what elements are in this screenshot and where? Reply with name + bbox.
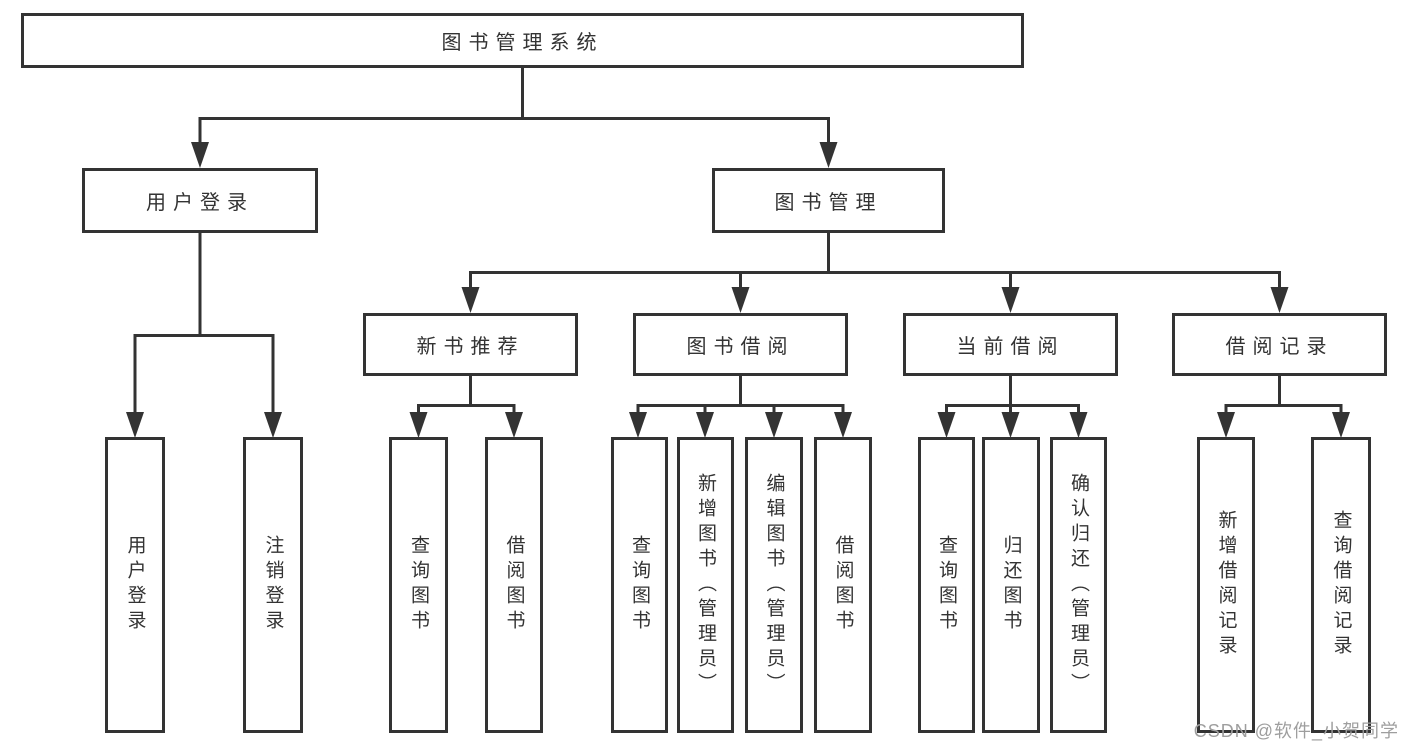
node-query-books-current: 查询图书 [918, 437, 975, 733]
watermark: CSDN @软件_小贺同学 [1193, 721, 1399, 741]
node-borrow-record: 借阅记录 [1172, 313, 1387, 376]
node-add-books-admin: 新增图书（管理员） [677, 437, 734, 733]
node-current-borrow: 当前借阅 [903, 313, 1118, 376]
node-query-borrow-record: 查询借阅记录 [1311, 437, 1371, 733]
node-borrow-books-recommend: 借阅图书 [485, 437, 543, 733]
node-book-management: 图书管理 [712, 168, 945, 233]
node-confirm-return-admin: 确认归还（管理员） [1050, 437, 1107, 733]
node-user-login: 用户登录 [82, 168, 318, 233]
node-edit-books-admin: 编辑图书（管理员） [745, 437, 803, 733]
node-book-borrow: 图书借阅 [633, 313, 848, 376]
node-logout: 注销登录 [243, 437, 303, 733]
node-root: 图书管理系统 [21, 13, 1024, 68]
node-query-books-borrow: 查询图书 [611, 437, 668, 733]
node-add-borrow-record: 新增借阅记录 [1197, 437, 1255, 733]
node-return-books: 归还图书 [982, 437, 1040, 733]
node-borrow-books: 借阅图书 [814, 437, 872, 733]
node-query-books-recommend: 查询图书 [389, 437, 448, 733]
node-new-book-recommend: 新书推荐 [363, 313, 578, 376]
node-user-login-leaf: 用户登录 [105, 437, 165, 733]
